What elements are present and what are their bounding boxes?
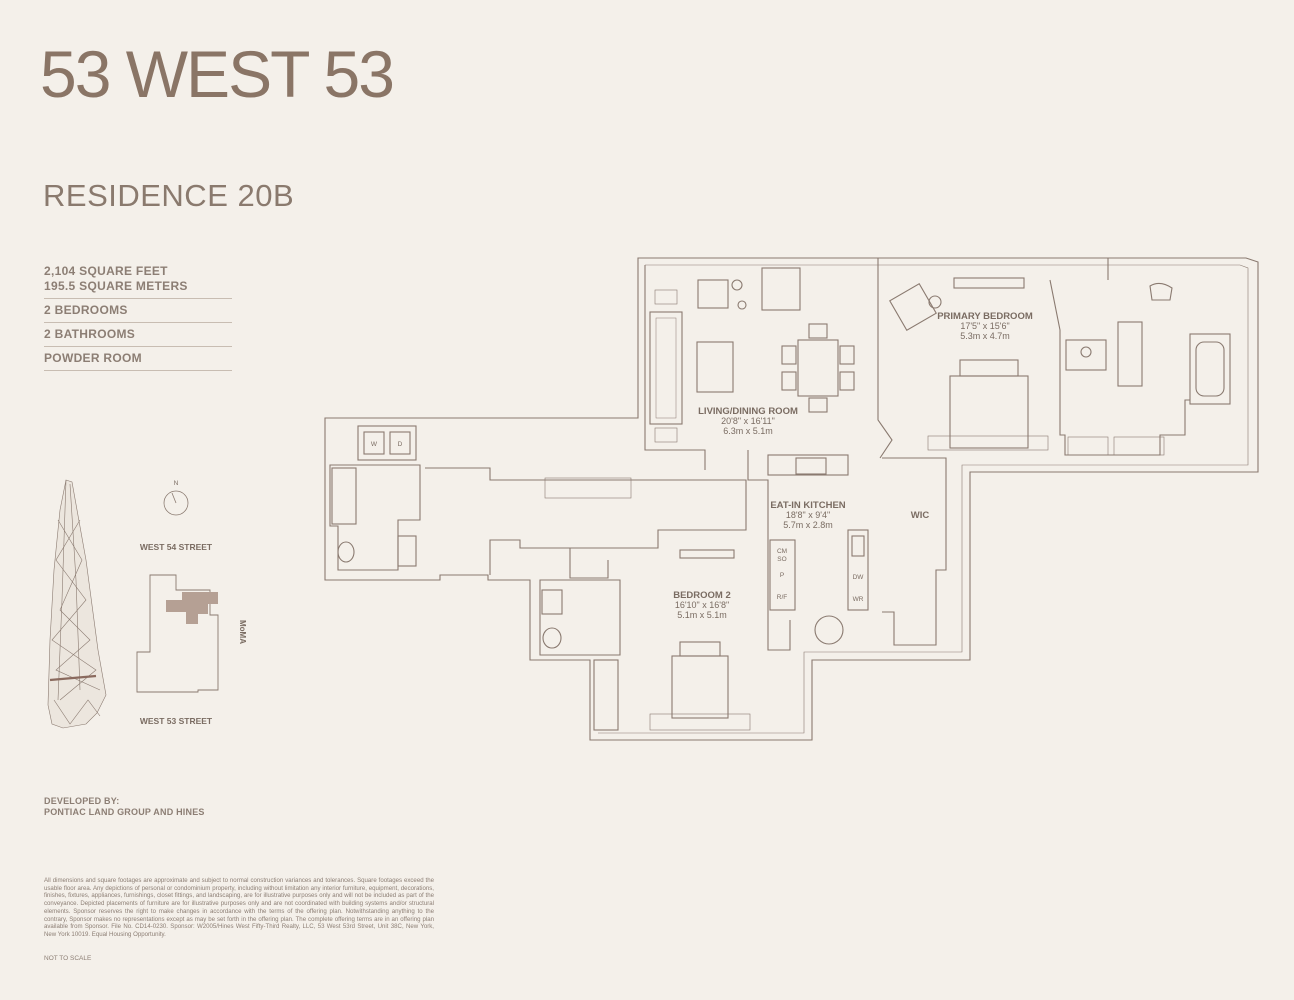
bedroom2-bath [539,579,621,656]
kitchen-metric: 5.7m x 2.8m [783,520,833,530]
living-room-imperial: 20'8" x 16'11" [721,416,775,426]
bedroom2-metric: 5.1m x 5.1m [677,610,727,620]
spec-bedrooms: 2 BEDROOMS [44,299,232,323]
bedroom2-bed [671,655,729,719]
spec-area: 2,104 SQUARE FEET 195.5 SQUARE METERS [44,264,232,299]
bedroom2-imperial: 16'10" x 16'8" [675,600,729,610]
site-building-highlight [166,592,218,624]
sofa [649,311,683,425]
unit-perimeter [324,257,1259,741]
kitchen-imperial: 18'8" x 9'4" [786,510,830,520]
primary-dresser [953,277,1025,289]
dryer-label: D [398,441,403,448]
fireplace-box [761,267,801,311]
bedroom2-dresser [679,549,735,559]
legal-disclaimer: All dimensions and square footages are a… [44,877,434,938]
north-compass-icon: N [163,480,189,516]
kitchen-counter-top [767,454,849,476]
developer-name: PONTIAC LAND GROUP AND HINES [44,807,205,817]
site-block-outline [136,574,219,693]
museum-label: MoMA [238,620,247,644]
kitchen-name: EAT-IN KITCHEN [770,500,845,511]
living-room-name: LIVING/DINING ROOM [698,406,798,417]
primary-vanity [1117,321,1143,387]
primary-bed [949,375,1029,449]
north-label: N [174,480,179,487]
wic-label: WIC [911,510,930,521]
kitchen-base-units [847,529,869,611]
spec-square-meters: 195.5 SQUARE METERS [44,279,188,293]
fridge-label: R/F [777,594,788,601]
primary-tub [1189,333,1231,405]
bedroom2-closet [593,659,619,731]
spec-square-feet: 2,104 SQUARE FEET [44,264,168,278]
washer-label: W [371,441,378,448]
floor-plan [324,257,1259,741]
primary-bedroom-metric: 5.3m x 4.7m [960,331,1010,341]
steam-oven-label: SO [777,556,786,563]
not-to-scale-label: NOT TO SCALE [44,955,92,962]
room-labels: LIVING/DINING ROOM 20'8" x 16'11" 6.3m x… [371,311,1033,620]
primary-chair-bath [1149,282,1173,301]
residence-title: RESIDENCE 20B [43,178,295,213]
primary-bedroom-name: PRIMARY BEDROOM [937,311,1033,322]
primary-toilet-area [1065,339,1107,371]
living-room-metric: 6.3m x 5.1m [723,426,773,436]
laundry-closet [357,425,417,461]
spec-bathrooms: 2 BATHROOMS [44,323,232,347]
developer-heading: DEVELOPED BY: [44,796,120,806]
lounge-chair [697,279,729,309]
street-north-label: WEST 54 STREET [140,542,213,552]
powder-room [329,464,421,571]
bedroom2-name: BEDROOM 2 [673,590,731,601]
kitchen-table [814,615,844,645]
pantry-label: P [780,572,784,579]
coffee-maker-label: CM [777,548,787,555]
spec-powder-room: POWDER ROOM [44,347,232,371]
dishwasher-label: DW [853,574,865,581]
primary-chair [889,283,937,331]
tower-silhouette-icon [47,479,107,729]
kitchen-tall-units [769,539,796,611]
specs-list: 2,104 SQUARE FEET 195.5 SQUARE METERS 2 … [44,264,232,371]
developer-credit: DEVELOPED BY: PONTIAC LAND GROUP AND HIN… [44,796,205,818]
entry-hallway [425,467,747,575]
dining-table [797,339,839,397]
primary-bedroom-imperial: 17'5" x 15'6" [960,321,1009,331]
cooktop [795,457,827,475]
building-name: 53 WEST 53 [40,37,395,111]
coffee-table [696,341,734,393]
street-south-label: WEST 53 STREET [140,716,213,726]
site-map: WEST 54 STREET MoMA WEST 53 STREET [136,542,247,726]
walk-in-closet [882,457,947,646]
wine-fridge-label: WR [853,596,864,603]
